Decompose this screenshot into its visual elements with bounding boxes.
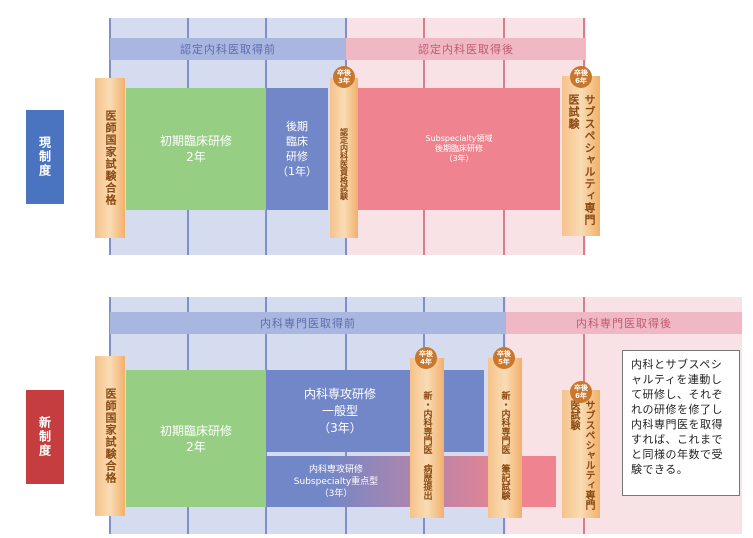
badge-year-4: 卒後 4年 [415,347,437,369]
band-before-specialist: 内科専門医取得前 [110,312,506,334]
pillar-case-submission: 新・内科専門医 病歴提出 [410,358,444,518]
pillar-subspecialty-exam: サブスペシャルティ専門医試験 [562,76,600,236]
initial-training-title: 初期臨床研修 [159,134,232,148]
later-training-line1: 後期 [286,120,308,133]
band-after-specialist: 内科専門医取得後 [506,312,742,334]
initial-training-years: 2年 [186,150,206,164]
pillar-subspecialty-exam-new: サブスペシャルティ専門医試験 [562,390,600,518]
initial-training-years-new: 2年 [186,439,206,454]
general-track-line3: （3年） [318,420,362,435]
initial-training-title-new: 初期臨床研修 [159,423,232,438]
general-track-line2: 一般型 [321,403,358,418]
subspecialty-track-line2: Subspecialty重点型 [293,476,379,487]
subspecialty-track-line3: （3年） [319,488,353,499]
badge-year-3: 卒後 3年 [333,66,355,88]
badge-year-6: 卒後 6年 [570,66,592,88]
later-training-line2: 臨床 [286,135,308,148]
later-training-line3: 研修 [286,150,308,163]
band-before-certification: 認定内科医取得前 [110,38,346,60]
band-after-certification: 認定内科医取得後 [346,38,586,60]
pillar-license-exam-new: 医師国家試験合格 [95,356,125,516]
subspecialty-line1: Subspecialty領域 [425,134,493,143]
general-track-block: 内科専攻研修 一般型 （3年） [266,370,484,452]
later-training-years: （1年） [277,165,317,178]
subspecialty-block: Subspecialty領域 後期臨床研修 （3年） [358,88,560,210]
general-track-line1: 内科専攻研修 [303,386,376,401]
pillar-certified-exam: 認定内科医資格試験 [330,78,358,238]
initial-training-block: 初期臨床研修 2年 [126,88,266,210]
badge-year-5: 卒後 5年 [493,347,515,369]
pillar-license-exam: 医師国家試験合格 [95,78,125,238]
initial-training-block-new: 初期臨床研修 2年 [126,370,266,507]
subspecialty-line3: （3年） [444,154,474,163]
current-system-label: 現制度 [26,110,64,204]
new-system-label: 新制度 [26,390,64,484]
pillar-written-exam: 新・内科専門医 筆記試験 [488,358,522,518]
badge-year-6-new: 卒後 6年 [570,381,592,403]
subspecialty-track-line1: 内科専攻研修 [308,464,363,475]
subspecialty-line2: 後期臨床研修 [435,144,483,153]
later-training-block: 後期 臨床 研修 （1年） [266,88,328,210]
note-box: 内科とサブスペシャルティを連動して研修し、それぞれの研修を修了し内科専門医を取得… [622,350,740,496]
